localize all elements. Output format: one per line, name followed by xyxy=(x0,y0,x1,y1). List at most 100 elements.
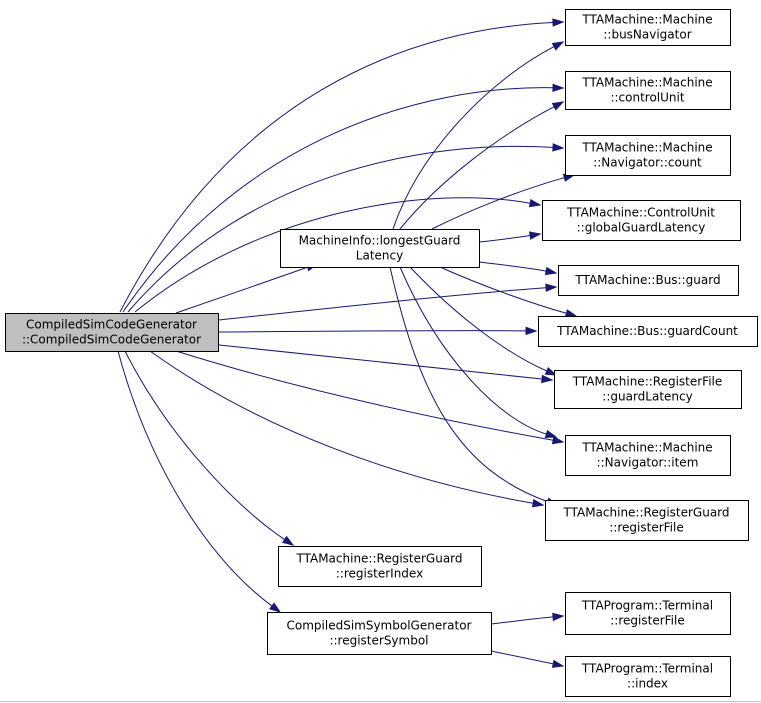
node-csym[interactable]: CompiledSimSymbolGenerator::registerSymb… xyxy=(267,612,492,655)
node-termix[interactable]: TTAProgram::Terminal::index xyxy=(565,656,731,697)
node-cu[interactable]: TTAMachine::Machine::controlUnit xyxy=(565,71,731,110)
node-box[interactable] xyxy=(565,135,731,176)
edge-csym-to-termix xyxy=(490,650,565,668)
node-rgrf[interactable]: TTAMachine::RegisterGuard::registerFile xyxy=(545,500,749,541)
bottom-divider xyxy=(0,701,761,702)
node-label-line: ::controlUnit xyxy=(610,91,684,105)
arrowhead-icon xyxy=(552,143,565,152)
arrowhead-icon xyxy=(528,231,542,240)
node-box[interactable] xyxy=(280,229,480,268)
edge-line xyxy=(175,266,308,314)
node-label-line: ::Navigator::count xyxy=(593,156,702,170)
node-label-line: TTAMachine::Machine xyxy=(581,76,712,90)
edge-line xyxy=(149,350,534,504)
node-box[interactable] xyxy=(565,592,731,635)
node-busg[interactable]: TTAMachine::Bus::guard xyxy=(558,265,739,296)
edge-mi-to-busg xyxy=(478,261,558,276)
node-box[interactable] xyxy=(565,435,731,476)
node-navit[interactable]: TTAMachine::Machine::Navigator::item xyxy=(565,435,731,476)
node-label-line: TTAMachine::ControlUnit xyxy=(566,206,715,220)
node-box[interactable] xyxy=(542,200,741,241)
edge-line xyxy=(122,87,554,313)
node-termrf[interactable]: TTAProgram::Terminal::registerFile xyxy=(565,592,731,635)
node-label-line: ::globalGuardLatency xyxy=(577,221,706,235)
node-label-line: TTAMachine::RegisterGuard xyxy=(562,506,729,520)
node-box[interactable] xyxy=(554,370,742,409)
node-root[interactable]: CompiledSimCodeGenerator::CompiledSimCod… xyxy=(5,313,219,352)
node-label-line: ::Navigator::item xyxy=(597,456,699,470)
node-label-line: Latency xyxy=(356,249,403,263)
edge-line xyxy=(218,344,543,380)
node-label-line: TTAProgram::Terminal xyxy=(581,662,713,676)
edge-line xyxy=(490,650,554,665)
edge-line xyxy=(409,266,548,372)
edge-root-to-busgc xyxy=(218,326,538,336)
arrowhead-icon xyxy=(551,436,565,445)
edge-line xyxy=(119,21,554,313)
node-box[interactable] xyxy=(565,9,731,46)
node-rfgl[interactable]: TTAMachine::RegisterFile::guardLatency xyxy=(554,370,742,409)
edge-mi-to-busgc xyxy=(439,266,578,318)
edge-line xyxy=(392,46,555,230)
arrowhead-icon xyxy=(281,535,295,546)
arrowhead-icon xyxy=(545,283,558,292)
edge-root-to-cugl xyxy=(134,197,542,313)
edge-line xyxy=(134,197,531,313)
edge-root-to-cu xyxy=(122,83,565,313)
edge-mi-to-cu xyxy=(399,101,565,230)
edge-line xyxy=(389,266,548,503)
arrowhead-icon xyxy=(541,374,554,384)
edge-line xyxy=(399,266,547,435)
node-busgc[interactable]: TTAMachine::Bus::guardCount xyxy=(538,316,758,347)
node-box[interactable] xyxy=(565,656,731,697)
edge-line xyxy=(478,234,531,243)
node-box[interactable] xyxy=(558,265,739,296)
node-label-line: TTAMachine::Bus::guard xyxy=(574,273,720,287)
edge-line xyxy=(478,261,547,272)
edge-csym-to-termrf xyxy=(490,612,565,625)
node-label-line: ::guardLatency xyxy=(602,390,692,404)
node-busnav[interactable]: TTAMachine::Machine::busNavigator xyxy=(565,9,731,46)
edge-mi-to-cugl xyxy=(478,231,542,243)
arrowhead-icon xyxy=(544,266,558,276)
node-label-line: TTAMachine::Machine xyxy=(581,441,712,455)
arrowhead-icon xyxy=(551,659,565,668)
arrowhead-icon xyxy=(552,612,565,622)
arrowhead-icon xyxy=(525,326,538,336)
node-label-line: ::registerIndex xyxy=(336,567,423,581)
node-label-line: TTAProgram::Terminal xyxy=(581,599,713,613)
node-box[interactable] xyxy=(267,612,492,655)
node-box[interactable] xyxy=(278,546,482,587)
edge-line xyxy=(439,266,567,314)
arrowhead-icon xyxy=(544,429,558,438)
edge-root-to-rgrf xyxy=(149,350,545,508)
node-box[interactable] xyxy=(565,71,731,110)
edge-line xyxy=(490,616,554,625)
edge-mi-to-rfgl xyxy=(409,266,558,376)
arrowhead-icon xyxy=(528,198,542,208)
edge-root-to-mi xyxy=(175,263,319,314)
node-label-line: TTAMachine::Machine xyxy=(581,141,712,155)
node-box[interactable] xyxy=(538,316,758,347)
node-box[interactable] xyxy=(5,313,219,352)
edge-root-to-busnav xyxy=(119,18,565,313)
node-box[interactable] xyxy=(545,500,749,541)
edge-root-to-csym xyxy=(117,350,282,613)
node-cugl[interactable]: TTAMachine::ControlUnit::globalGuardLate… xyxy=(542,200,741,241)
edge-root-to-rgri xyxy=(124,350,295,546)
edge-line xyxy=(124,350,285,540)
node-label-line: ::CompiledSimCodeGenerator xyxy=(22,333,201,347)
node-rgri[interactable]: TTAMachine::RegisterGuard::registerIndex xyxy=(278,546,482,587)
node-label-line: TTAMachine::Bus::guardCount xyxy=(556,324,738,338)
arrowhead-icon xyxy=(551,101,565,111)
node-label-line: CompiledSimSymbolGenerator xyxy=(287,619,472,633)
node-navcnt[interactable]: TTAMachine::Machine::Navigator::count xyxy=(565,135,731,176)
edge-line xyxy=(175,350,554,441)
edge-line xyxy=(431,177,565,230)
arrowhead-icon xyxy=(564,309,578,318)
arrowhead-icon xyxy=(269,602,282,613)
node-label-line: TTAMachine::RegisterGuard xyxy=(295,552,462,566)
arrowhead-icon xyxy=(531,499,545,508)
